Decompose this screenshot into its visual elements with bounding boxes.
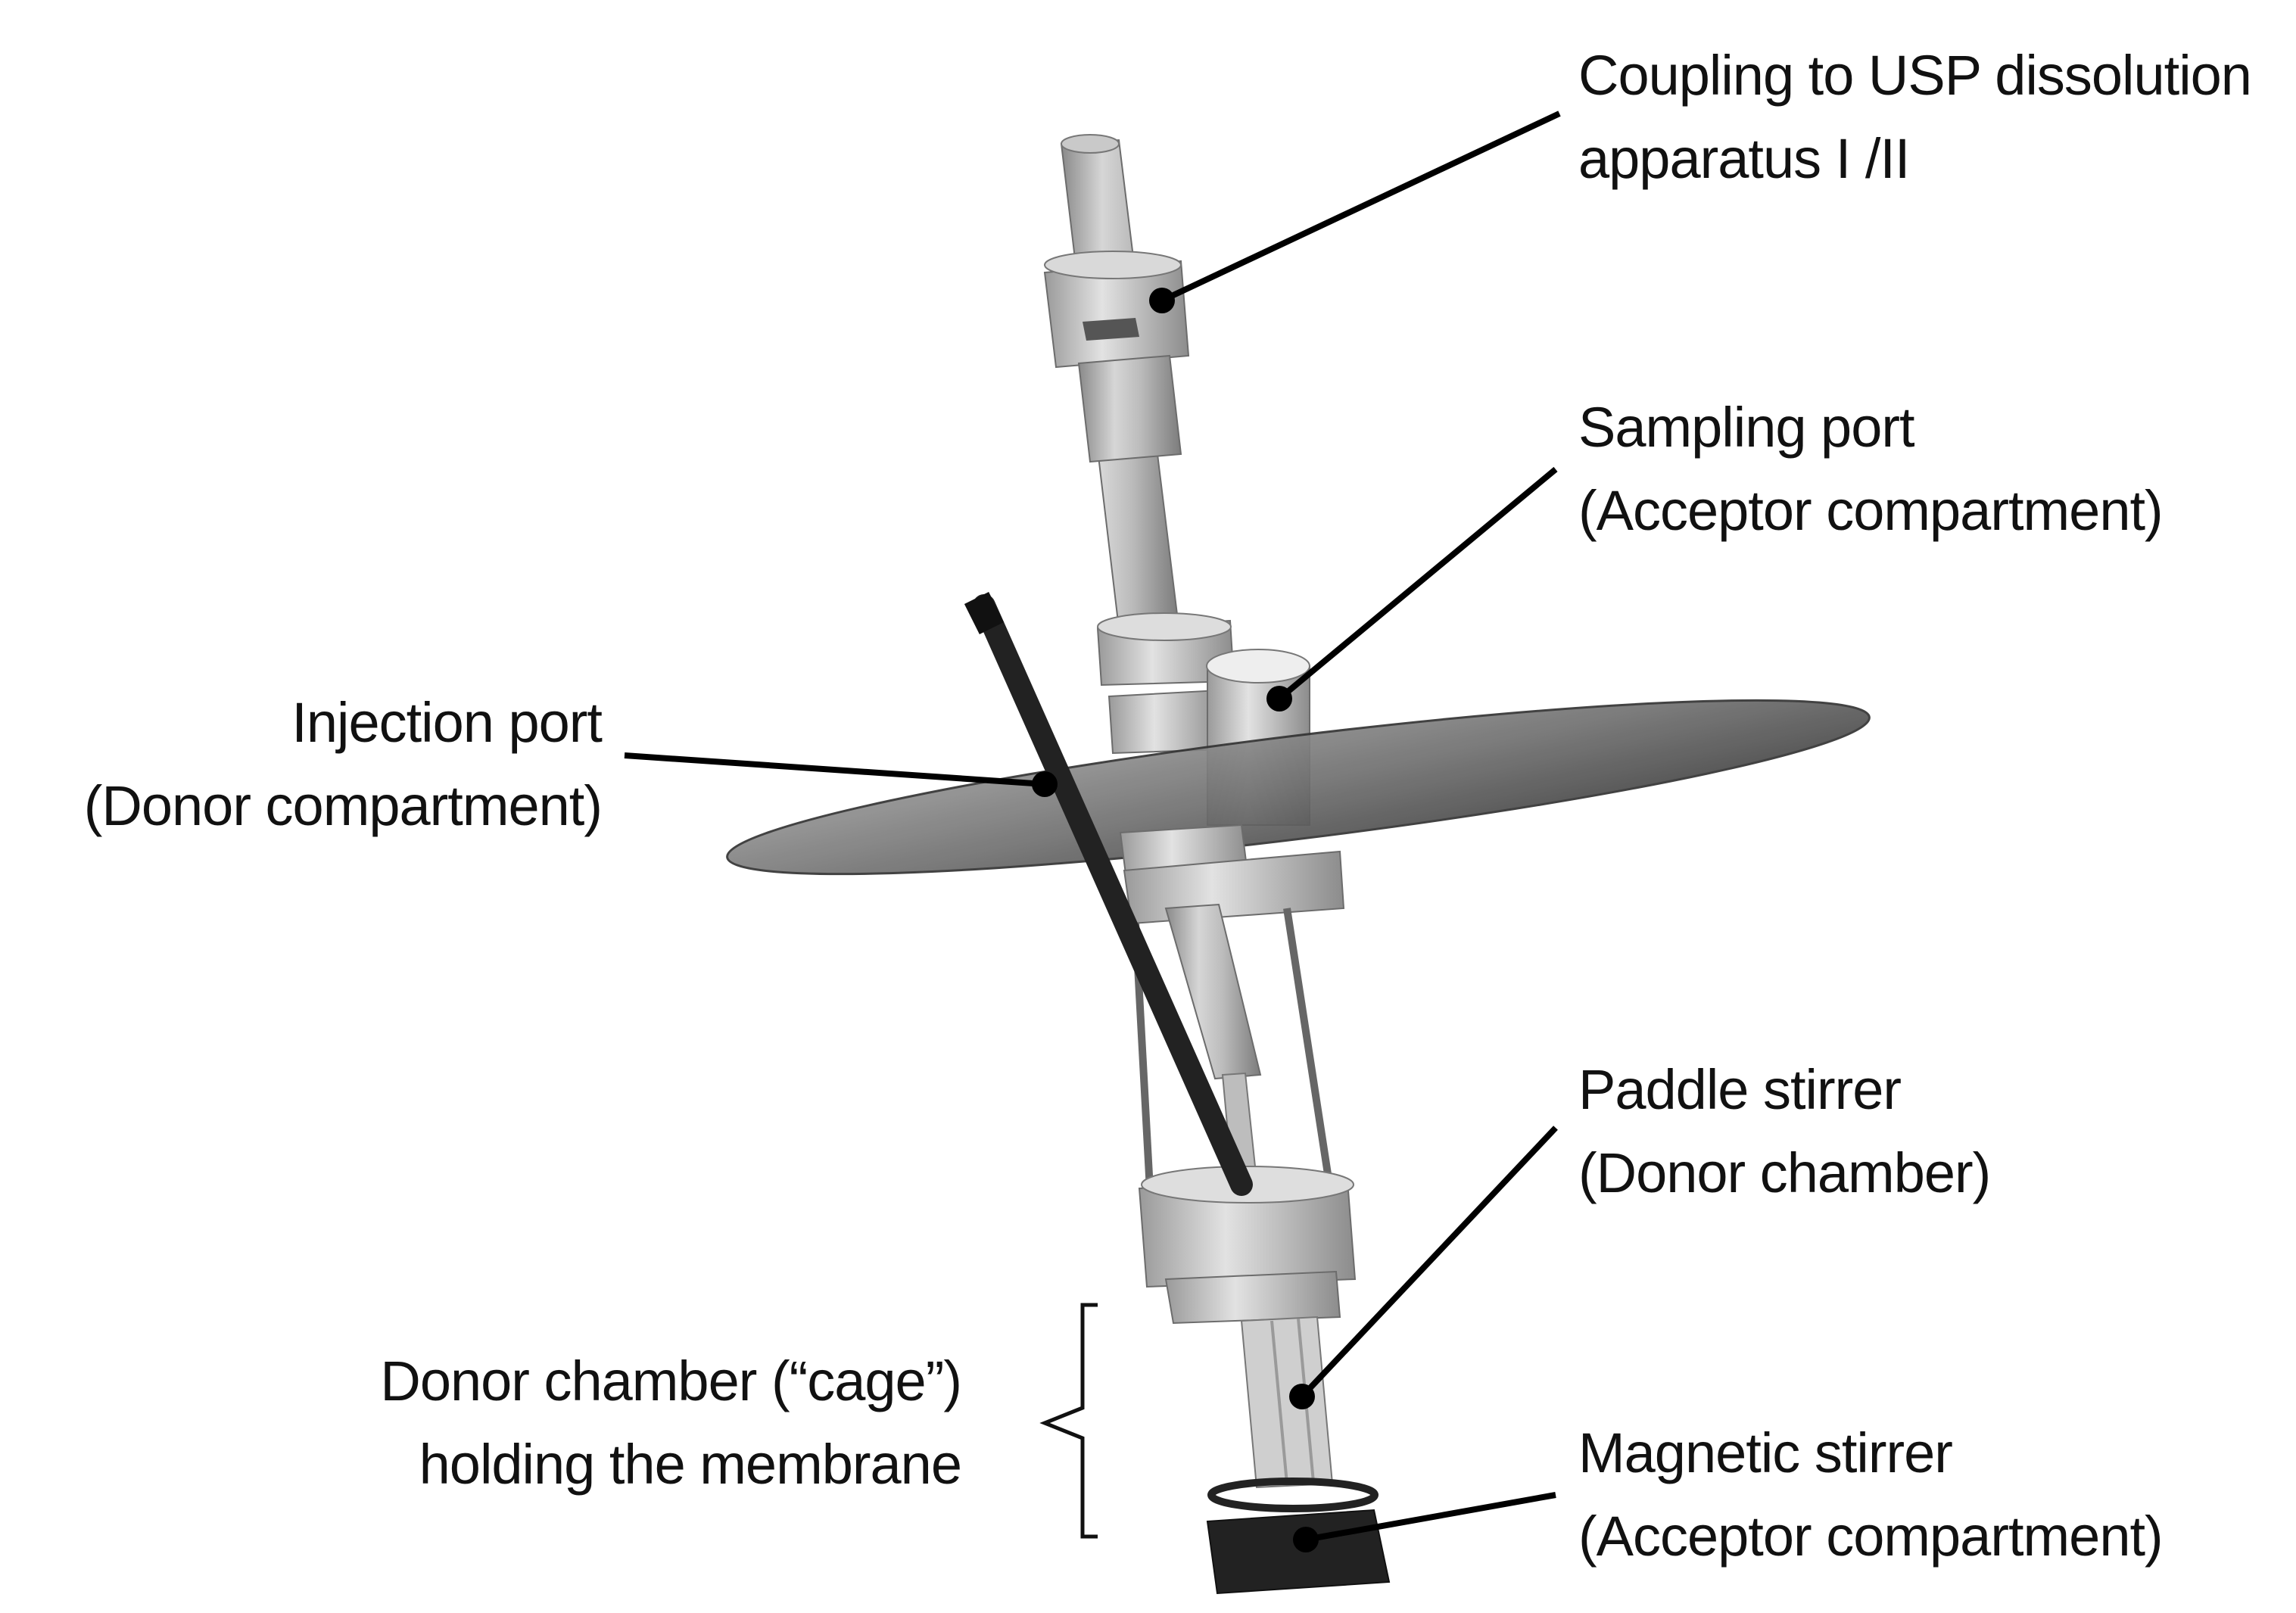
label-paddle-line1: Paddle stirrer [1578, 1058, 1902, 1121]
label-coupling-line2: apparatus I /II [1578, 127, 1910, 190]
leader-coupling [1160, 111, 1561, 304]
label-coupling: Coupling to USP dissolution apparatus I … [1578, 34, 2252, 201]
label-sampling: Sampling port (Acceptor compartment) [1578, 386, 2164, 553]
label-coupling-line1: Coupling to USP dissolution [1578, 44, 2252, 107]
magnetic-stirrer-block [1206, 1509, 1391, 1595]
pin-paddle [1289, 1384, 1315, 1409]
pin-coupling [1149, 288, 1175, 313]
label-sampling-line2: (Acceptor compartment) [1578, 479, 2164, 542]
leader-magnetic [1305, 1492, 1556, 1543]
label-magnetic-line2: (Acceptor compartment) [1578, 1505, 2164, 1568]
pin-sampling [1266, 686, 1292, 712]
pin-magnetic [1293, 1527, 1319, 1552]
lid-disc [726, 699, 1871, 876]
label-injection-line1: Injection port [291, 691, 603, 754]
leader-sampling [1277, 466, 1558, 702]
coupling-shaft [1043, 134, 1190, 630]
label-magnetic-line1: Magnetic stirrer [1578, 1421, 1953, 1484]
label-cage: Donor chamber (“cage”) holding the membr… [380, 1340, 962, 1506]
label-paddle-line2: (Donor chamber) [1578, 1141, 1991, 1204]
lower-body [1119, 824, 1357, 1325]
injection-tube [964, 591, 1253, 1196]
cage-bracket [1039, 1303, 1098, 1539]
leader-injection [624, 752, 1045, 787]
label-injection-line2: (Donor compartment) [83, 774, 603, 837]
leader-lines [624, 111, 1561, 1552]
label-magnetic: Magnetic stirrer (Acceptor compartment) [1578, 1412, 2164, 1578]
label-sampling-line1: Sampling port [1578, 396, 1915, 459]
label-cage-line2: holding the membrane [419, 1433, 962, 1496]
label-paddle: Paddle stirrer (Donor chamber) [1578, 1048, 1991, 1215]
label-cage-line1: Donor chamber (“cage”) [380, 1350, 962, 1412]
leader-paddle [1300, 1126, 1558, 1399]
pin-injection [1032, 771, 1058, 797]
label-injection: Injection port (Donor compartment) [83, 681, 603, 848]
